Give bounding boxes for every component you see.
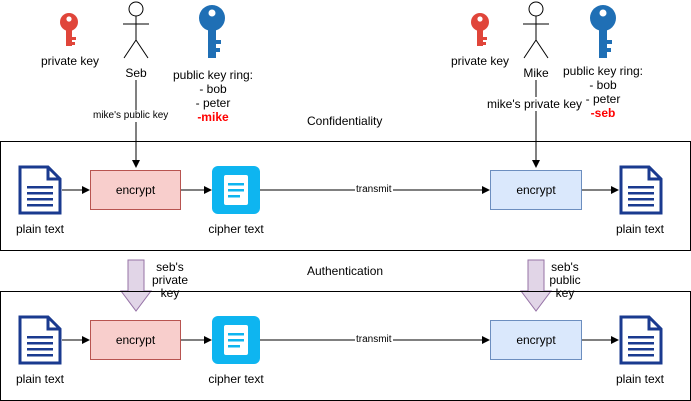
- cipher-text-label: cipher text: [208, 222, 264, 236]
- transmit-label: transmit: [355, 334, 393, 346]
- blue-key-icon: [590, 5, 616, 58]
- seb-public-key-arrow-label: seb's public key: [541, 261, 589, 300]
- mike-actor-icon: [523, 1, 549, 59]
- seb-actor-icon: [123, 1, 149, 59]
- mike-ring-highlight: -seb: [590, 106, 616, 120]
- encrypt-box: encrypt: [490, 170, 582, 210]
- seb-public-key-ring: public key ring: - bob - peter -mike: [166, 68, 260, 124]
- plain-text-label: plain text: [615, 222, 665, 236]
- transmit-label: transmit: [355, 184, 393, 196]
- blue-key-icon: [199, 5, 225, 58]
- mike-public-key-ring: public key ring: - bob - peter -seb: [558, 64, 648, 120]
- cipher-text-label: cipher text: [208, 372, 264, 386]
- mikes-private-key-label: mike's private key: [486, 97, 583, 111]
- arrow-label-line: seb's: [156, 260, 184, 274]
- seb-ring-highlight: -mike: [197, 110, 229, 124]
- plain-text-document-icon: [619, 165, 663, 215]
- plain-text-label: plain text: [615, 372, 665, 386]
- cipher-text-icon: [212, 166, 260, 214]
- plain-text-label: plain text: [15, 372, 65, 386]
- encrypt-box: encrypt: [90, 320, 181, 360]
- plain-text-document-icon: [18, 165, 62, 215]
- arrow-label-line: key: [160, 286, 180, 300]
- encrypt-box: encrypt: [90, 170, 181, 210]
- seb-name: Seb: [125, 66, 147, 80]
- red-key-icon: [471, 13, 489, 46]
- mike-name: Mike: [523, 66, 549, 80]
- seb-ring-item: - peter: [195, 96, 231, 110]
- mikes-public-key-label: mike's public key: [92, 110, 170, 122]
- seb-private-key-label: private key: [41, 54, 100, 68]
- mike-private-key-label: private key: [451, 54, 510, 68]
- arrow-label-line: private: [151, 273, 189, 287]
- seb-ring-item: - bob: [199, 82, 227, 96]
- seb-private-key-arrow-label: seb's private key: [146, 261, 194, 300]
- seb-ring-title: public key ring:: [172, 68, 254, 82]
- arrow-label-line: seb's: [551, 260, 579, 274]
- encrypt-box: encrypt: [490, 320, 582, 360]
- mike-ring-item: - bob: [589, 78, 617, 92]
- mike-ring-item: - peter: [585, 92, 621, 106]
- arrow-label-line: public: [549, 273, 581, 287]
- plain-text-label: plain text: [15, 222, 65, 236]
- cipher-text-icon: [212, 316, 260, 364]
- plain-text-document-icon: [18, 315, 62, 365]
- red-key-icon: [60, 13, 78, 46]
- plain-text-document-icon: [619, 315, 663, 365]
- confidentiality-title: Confidentiality: [307, 114, 383, 128]
- arrow-label-line: key: [555, 286, 575, 300]
- mike-ring-title: public key ring:: [562, 64, 644, 78]
- authentication-title: Authentication: [307, 264, 384, 278]
